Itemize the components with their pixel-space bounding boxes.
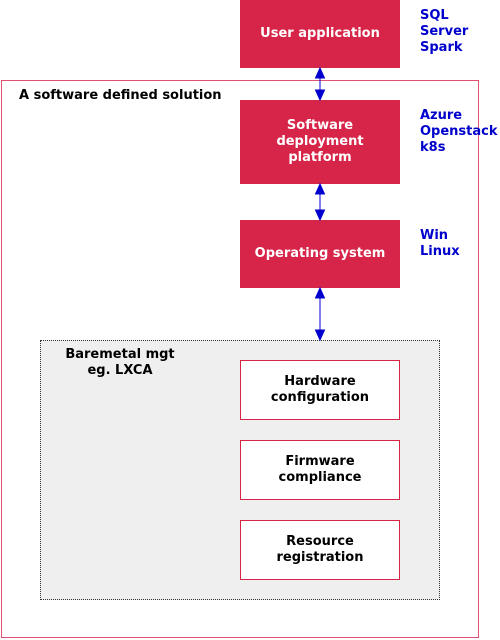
outer-frame-label: A software defined solution <box>19 88 222 103</box>
firmware-compliance-label: Firmware compliance <box>278 454 362 485</box>
user-application-label: User application <box>260 26 380 41</box>
baremetal-mgt-label: Baremetal mgt eg. LXCA <box>65 347 175 378</box>
hardware-configuration-label: Hardware configuration <box>270 374 370 405</box>
resource-registration-label: Resource registration <box>276 534 364 565</box>
user-application-side-label: SQL Server Spark <box>420 8 469 55</box>
deployment-platform-label: Software deployment platform <box>276 118 364 165</box>
resource-registration-box: Resource registration <box>240 520 400 580</box>
operating-system-label: Operating system <box>254 246 386 261</box>
operating-system-side-label: Win Linux <box>420 228 460 259</box>
firmware-compliance-box: Firmware compliance <box>240 440 400 500</box>
software-defined-solution-frame <box>1 80 479 638</box>
deployment-platform-side-label: Azure Openstack k8s <box>420 108 498 155</box>
hardware-configuration-box: Hardware configuration <box>240 360 400 420</box>
user-application-box: User application <box>240 0 400 68</box>
deployment-platform-box: Software deployment platform <box>240 100 400 184</box>
operating-system-box: Operating system <box>240 220 400 288</box>
